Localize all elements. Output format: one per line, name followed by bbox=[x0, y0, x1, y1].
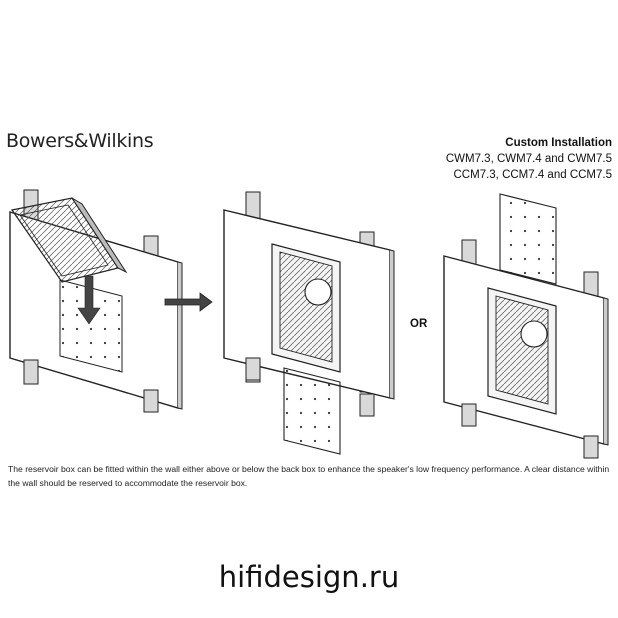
woofer bbox=[304, 278, 332, 306]
back-box bbox=[487, 287, 557, 415]
reservoir-box bbox=[499, 193, 557, 285]
or-label: OR bbox=[410, 318, 428, 330]
back-box bbox=[10, 197, 128, 283]
insert-arrow bbox=[77, 275, 101, 325]
watermark: hifidesign.ru bbox=[218, 560, 400, 594]
next-step-arrow bbox=[164, 292, 213, 312]
back-box bbox=[271, 243, 341, 373]
reservoir-box bbox=[283, 367, 341, 455]
custom-installation-models-cwm: CWM7.3, CWM7.4 and CWM7.5 bbox=[445, 153, 612, 165]
brand-logo: Bowers&Wilkins bbox=[6, 130, 154, 152]
diagram-caption: The reservoir box can be fitted within t… bbox=[8, 464, 610, 488]
panel-insert-speaker bbox=[9, 189, 183, 413]
custom-installation-heading: Custom Installation CWM7.3, CWM7.4 and C… bbox=[446, 135, 612, 183]
woofer bbox=[520, 320, 548, 348]
panel-reservoir-above bbox=[443, 193, 609, 459]
wall-cutout bbox=[59, 279, 123, 373]
custom-installation-title: Custom Installation bbox=[505, 137, 612, 149]
custom-installation-models-ccm: CCM7.3, CCM7.4 and CCM7.5 bbox=[453, 169, 613, 181]
panel-reservoir-below bbox=[223, 191, 395, 455]
